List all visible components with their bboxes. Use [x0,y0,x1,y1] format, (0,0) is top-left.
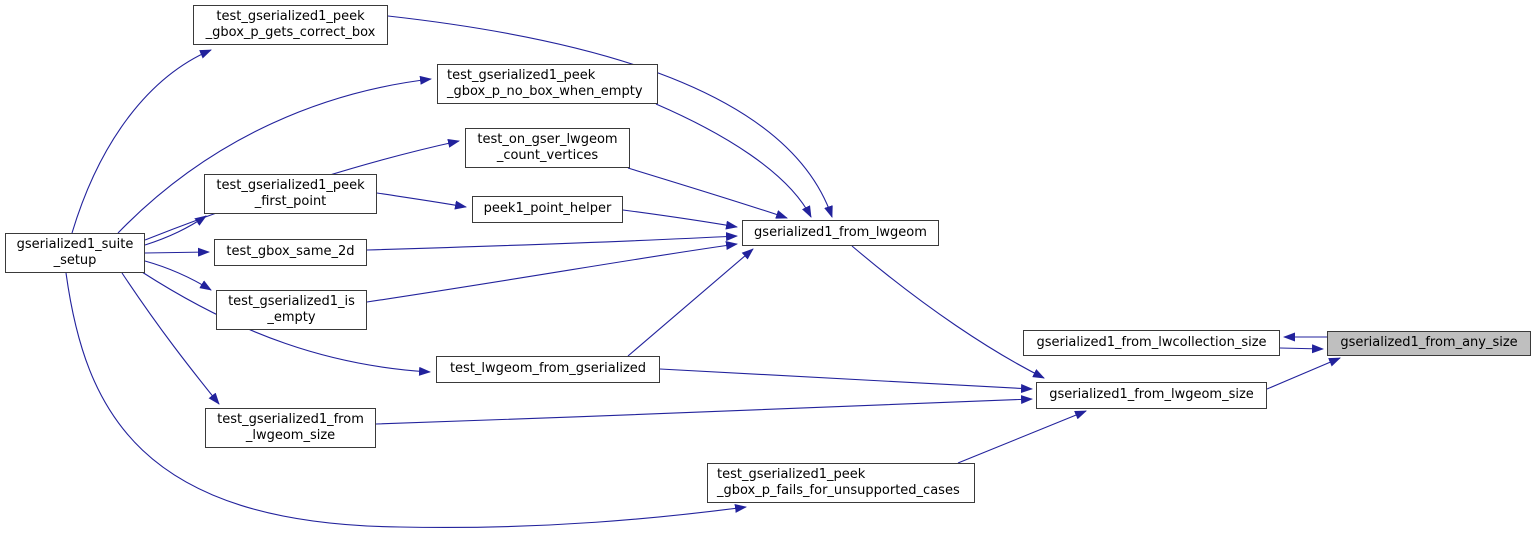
node-gserialized1-suite-setup[interactable]: gserialized1_suite _setup [5,233,145,273]
edge-suite-setup-to-no-box-when-empty [117,75,432,234]
edge-suite-setup-to-fails-for-unsupported-cases [65,272,747,529]
edge-gets-correct-box-to-from-lwgeom [387,15,833,218]
node-test-on-gser-lwgeom-count-vertices[interactable]: test_on_gser_lwgeom _count_vertices [465,128,630,168]
node-test-gserialized1-peek-first-point[interactable]: test_gserialized1_peek _first_point [204,174,377,214]
node-test-gserialized1-peek-gbox-p-no-box-when-empty[interactable]: test_gserialized1_peek _gbox_p_no_box_wh… [437,64,658,104]
edge-from-lwgeom-size-to-from-any-size [1266,357,1341,390]
node-test-gserialized1-peek-gbox-p-fails-for-unsupported-cases[interactable]: test_gserialized1_peek _gbox_p_fails_for… [707,463,975,503]
node-test-gbox-same-2d[interactable]: test_gbox_same_2d [214,239,367,266]
edge-is-empty-to-from-lwgeom [366,241,738,303]
edge-test-lwgeom-from-gserialized-to-from-lwgeom-size [659,368,1033,394]
node-peek1-point-helper[interactable]: peek1_point_helper [472,196,623,223]
edge-from-lwcollection-size-to-from-any-size [1279,344,1324,354]
node-gserialized1-from-lwgeom[interactable]: gserialized1_from_lwgeom [742,220,939,246]
node-test-gserialized1-from-lwgeom-size[interactable]: test_gserialized1_from _lwgeom_size [205,408,376,448]
node-test-gserialized1-is-empty[interactable]: test_gserialized1_is _empty [216,290,367,330]
edge-peek1-point-helper-to-from-lwgeom [622,209,738,230]
node-gserialized1-from-lwcollection-size[interactable]: gserialized1_from_lwcollection_size [1023,330,1280,356]
edge-from-lwgeom-to-from-lwgeom-size [851,245,1045,379]
edge-count-vertices-to-from-lwgeom [627,167,788,219]
edge-test-lwgeom-from-gserialized-to-from-lwgeom [627,248,754,357]
edge-suite-setup-to-gbox-same-2d [144,247,210,257]
node-test-lwgeom-from-gserialized[interactable]: test_lwgeom_from_gserialized [436,356,660,383]
node-gserialized1-from-any-size[interactable]: gserialized1_from_any_size [1327,331,1531,356]
edge-test-from-lwgeom-size-to-from-lwgeom-size [375,395,1033,425]
edge-gbox-same-2d-to-from-lwgeom [366,232,738,251]
edge-no-box-when-empty-to-from-lwgeom [655,103,812,218]
edge-fails-for-unsupported-cases-to-from-lwgeom-size [957,410,1087,464]
node-test-gserialized1-peek-gbox-p-gets-correct-box[interactable]: test_gserialized1_peek _gbox_p_gets_corr… [193,5,388,45]
edge-suite-setup-to-test-lwgeom-from-gserialized [141,271,431,376]
edge-suite-setup-to-test-from-lwgeom-size [121,272,220,405]
edge-suite-setup-to-first-point [144,215,207,246]
edge-suite-setup-to-gets-correct-box [71,49,212,234]
edge-suite-setup-to-is-empty [144,260,212,291]
node-gserialized1-from-lwgeom-size[interactable]: gserialized1_from_lwgeom_size [1036,382,1267,409]
edge-first-point-to-peek1-point-helper [376,192,467,210]
